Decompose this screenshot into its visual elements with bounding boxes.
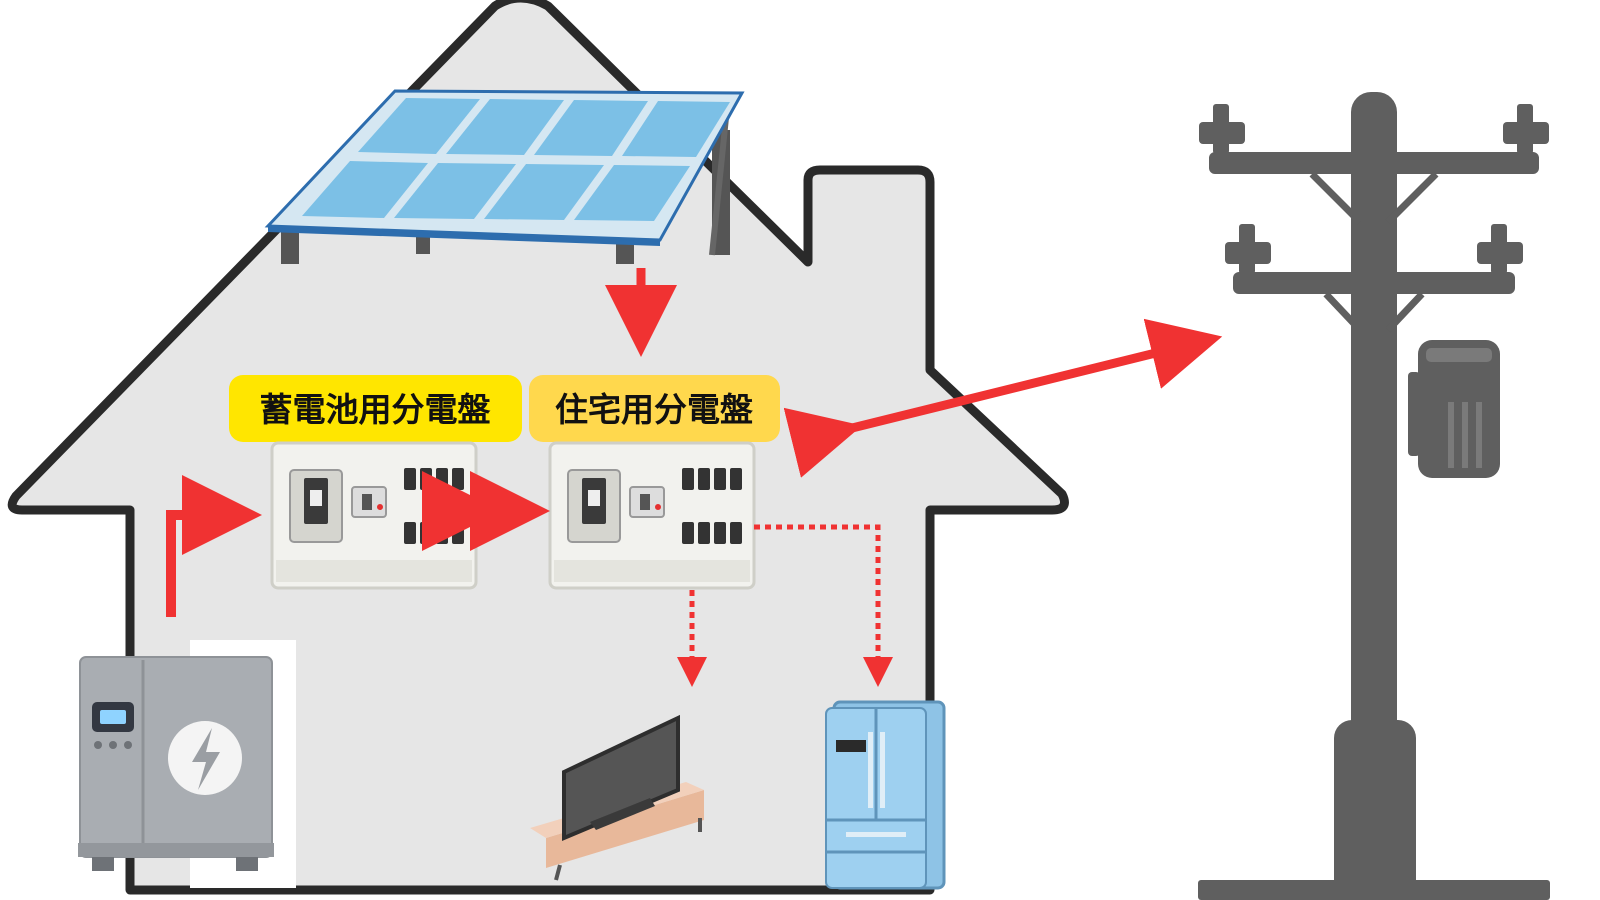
house-panel-label: 住宅用分電盤 bbox=[529, 375, 780, 442]
storage-battery-icon bbox=[78, 640, 296, 888]
transformer-icon bbox=[1408, 340, 1500, 478]
lightning-bolt-icon bbox=[168, 721, 242, 795]
tv-icon bbox=[530, 714, 704, 881]
utility-pole-icon bbox=[1198, 92, 1550, 900]
battery-to-board-arrow bbox=[166, 475, 262, 617]
battery-panel-label-text: 蓄電池用分電盤 bbox=[260, 390, 491, 429]
battery-distribution-board-icon bbox=[270, 441, 478, 590]
house-distribution-board-icon bbox=[548, 441, 756, 590]
battery-panel-label: 蓄電池用分電盤 bbox=[229, 375, 522, 442]
grid-to-house-arrow bbox=[783, 318, 1223, 478]
board-to-fridge-arrow bbox=[754, 524, 893, 687]
refrigerator-icon bbox=[825, 700, 946, 890]
solar-panel-icon bbox=[264, 89, 745, 264]
house-panel-label-text: 住宅用分電盤 bbox=[555, 390, 753, 429]
